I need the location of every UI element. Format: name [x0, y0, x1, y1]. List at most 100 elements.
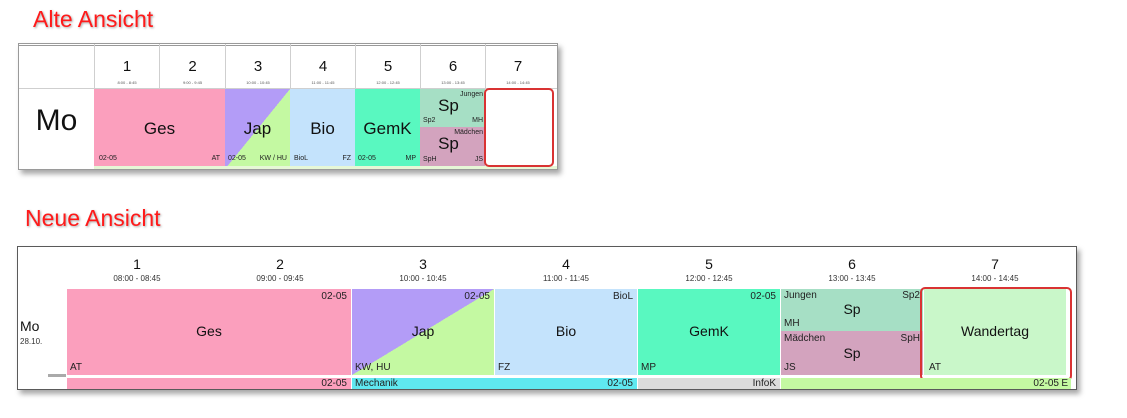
lesson-room: Sp2 — [902, 290, 920, 301]
lesson-teacher: FZ — [342, 155, 351, 162]
period-number: 6 — [848, 256, 856, 272]
lesson-room: 02-05 — [228, 155, 246, 162]
period-number: 7 — [513, 58, 523, 75]
day-label: Mo — [35, 104, 78, 137]
day-label: Mo — [20, 318, 40, 334]
period-number: 6 — [448, 58, 458, 75]
lesson-room: Sp2 — [423, 117, 436, 124]
lesson-teacher: AT — [929, 362, 942, 373]
highlight-empty-slot — [484, 88, 554, 167]
period-number: 2 — [276, 256, 284, 272]
lesson-subject: Jap — [243, 119, 272, 138]
period-time: 8:00 - 8:45 — [117, 80, 137, 85]
lesson-subject: Ges — [196, 323, 222, 339]
period-time: 14:00 - 14:45 — [506, 80, 530, 85]
period-time: 08:00 - 08:45 — [113, 274, 161, 283]
lesson-subject: Sp — [438, 134, 459, 153]
lesson-ges[interactable]: Ges 02-05 AT — [94, 89, 225, 169]
lesson-subject: Wandertag — [961, 323, 1029, 339]
period-number: 1 — [122, 58, 132, 75]
lesson-teacher: AT — [70, 362, 83, 373]
period-time: 10:00 - 10:45 — [246, 80, 270, 85]
lesson-group: Mädchen — [784, 333, 826, 344]
lesson-infok[interactable]: InfoK — [638, 378, 780, 389]
period-number: 1 — [133, 256, 141, 272]
lesson-subject: Bio — [310, 119, 335, 138]
lesson-wandertag[interactable]: Wandertag AT — [924, 289, 1066, 375]
lesson-room: 02-05 — [358, 155, 376, 162]
lesson-trail: E — [1061, 378, 1068, 389]
period-number: 5 — [383, 58, 393, 75]
lesson-jap[interactable]: Jap 02-05 KW / HU — [225, 89, 290, 169]
lesson-room: 02-05 — [464, 291, 490, 302]
lesson-subject: GemK — [363, 119, 412, 138]
lesson-sport-boys[interactable]: Jungen Sp2 Sp MH — [781, 289, 923, 331]
period-time: 11:00 - 11:45 — [543, 274, 589, 283]
period-time: 10:00 - 10:45 — [399, 274, 447, 283]
lesson-sport-boys[interactable]: Jungen Sp Sp2 MH — [420, 89, 485, 127]
lesson-subject: Jap — [411, 323, 435, 339]
period-number: 2 — [188, 58, 197, 75]
lesson-subject: Sp — [843, 301, 861, 317]
lesson-group: Mädchen — [454, 129, 483, 136]
period-number: 4 — [562, 256, 570, 272]
lesson-room: 02-05 — [99, 155, 117, 162]
lesson-sport-girls[interactable]: Mädchen Sp SpH JS — [420, 127, 485, 169]
lesson-teacher: MH — [784, 318, 800, 329]
lesson-teacher: MH — [472, 117, 483, 124]
day-date: 28.10. — [20, 337, 43, 346]
period-time: 14:00 - 14:45 — [971, 274, 1019, 283]
period-time: 11:00 - 11:45 — [311, 80, 335, 85]
period-time: 13:00 - 13:45 — [441, 80, 465, 85]
period-time: 12:00 - 12:45 — [685, 274, 733, 283]
old-timetable: 1 8:00 - 8:45 2 9:00 - 9:45 3 10:00 - 10… — [18, 43, 558, 170]
new-view-heading: Neue Ansicht — [25, 205, 161, 231]
lesson-teacher: MP — [641, 362, 656, 373]
lesson-room: SpH — [423, 156, 437, 163]
lesson-subject: InfoK — [752, 378, 776, 389]
row-resize-handle[interactable] — [48, 374, 66, 377]
lesson-subject: GemK — [689, 323, 729, 339]
lesson-subject: Mechanik — [355, 378, 398, 389]
period-time: 09:00 - 09:45 — [256, 274, 304, 283]
lesson-room: 02-05 — [321, 378, 347, 389]
lesson-jap[interactable]: 02-05 Jap KW, HU — [352, 289, 494, 375]
lesson-mechanik[interactable]: Mechanik 02-05 — [352, 378, 637, 389]
lesson-bio[interactable]: BioL Bio FZ — [495, 289, 637, 375]
lesson-room: 02-05 — [321, 291, 347, 302]
lesson-teacher: AT — [211, 155, 220, 162]
period-number: 3 — [419, 256, 427, 272]
lesson-teacher: FZ — [498, 362, 511, 373]
lesson-subject: Sp — [438, 96, 459, 115]
lesson-teacher: MP — [405, 155, 417, 162]
period-number: 4 — [318, 58, 328, 75]
period-time: 12:00 - 12:45 — [376, 80, 400, 85]
lesson-subject: Ges — [143, 119, 176, 138]
lesson-room: 02-05 — [750, 291, 776, 302]
old-view-heading: Alte Ansicht — [33, 6, 154, 32]
lesson-gemk[interactable]: GemK 02-05 MP — [355, 89, 420, 169]
lesson-next-green[interactable]: 02-05 E — [781, 378, 1071, 389]
highlight-wandertag — [920, 287, 1072, 381]
lesson-room: SpH — [900, 333, 920, 344]
lesson-room: BioL — [294, 155, 309, 162]
lesson-subject: Bio — [555, 323, 577, 339]
lesson-bio[interactable]: Bio BioL FZ — [290, 89, 355, 169]
lesson-sport-girls[interactable]: Mädchen SpH Sp JS — [781, 331, 923, 375]
lesson-group: Jungen — [784, 290, 817, 301]
lesson-group: Jungen — [460, 91, 483, 98]
lesson-teacher: JS — [474, 156, 483, 163]
period-time: 9:00 - 9:45 — [182, 80, 203, 85]
period-time: 13:00 - 13:45 — [828, 274, 876, 283]
lesson-teacher: KW / HU — [259, 155, 287, 162]
lesson-subject: Sp — [843, 345, 861, 361]
lesson-next-ges[interactable]: 02-05 — [67, 378, 351, 389]
lesson-room: BioL — [612, 291, 633, 302]
period-number: 5 — [705, 256, 713, 272]
lesson-ges[interactable]: 02-05 Ges AT — [67, 289, 351, 375]
period-number: 7 — [991, 256, 999, 272]
new-timetable: 1 08:00 - 08:45 2 09:00 - 09:45 3 10:00 … — [17, 246, 1077, 390]
lesson-teacher: JS — [784, 362, 796, 373]
lesson-gemk[interactable]: 02-05 GemK MP — [638, 289, 780, 375]
lesson-room: 02-05 — [1033, 378, 1059, 389]
